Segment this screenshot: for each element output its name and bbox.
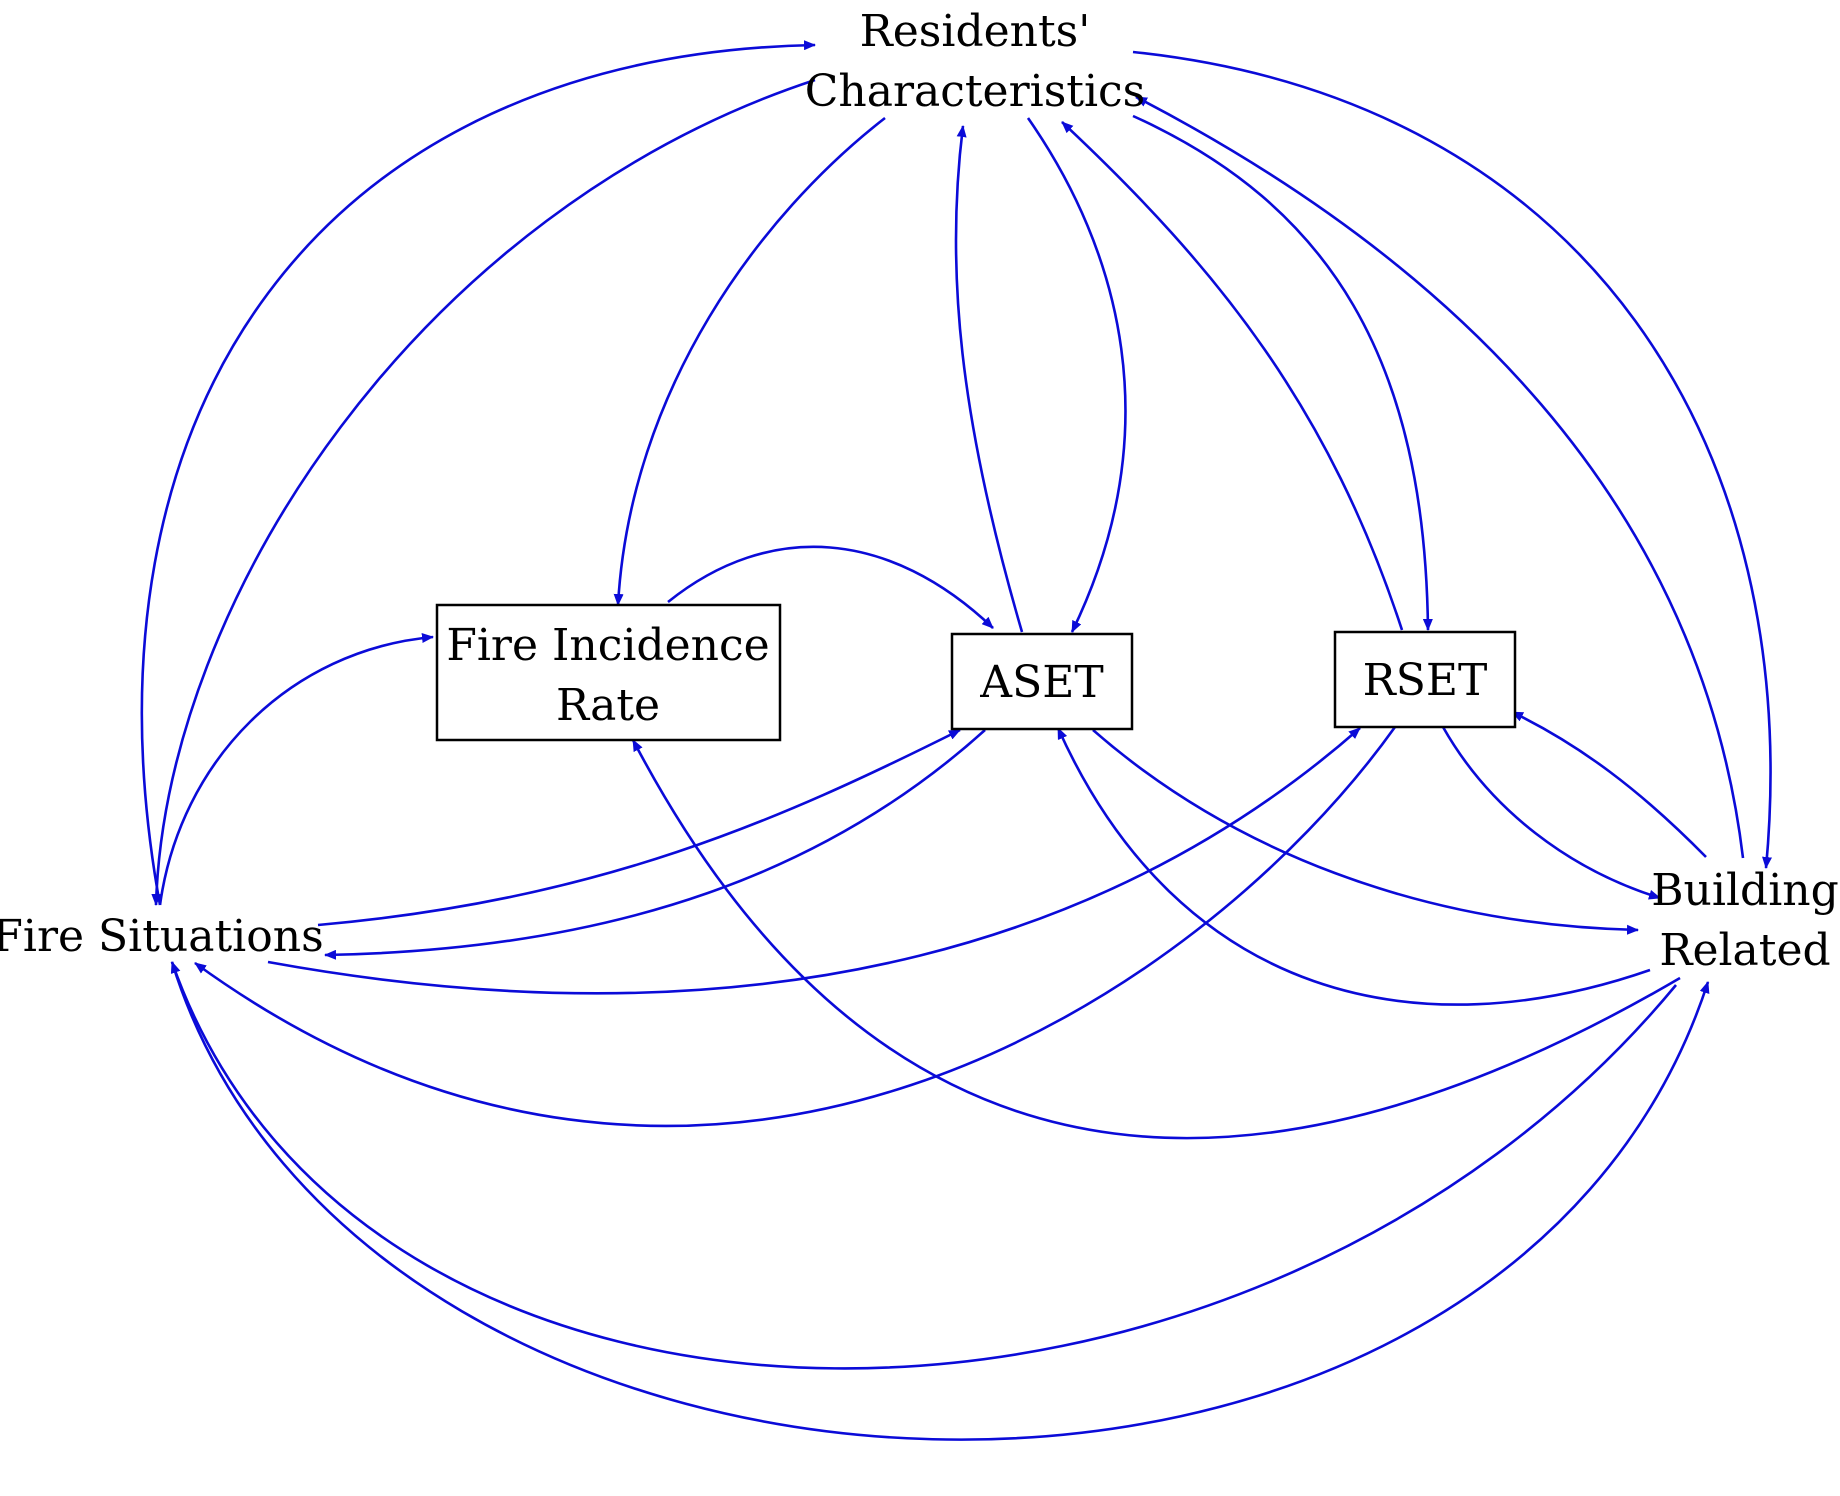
edge-building-to-fire-situations [170, 961, 1678, 1370]
node-residents-characteristics: Residents' Characteristics [805, 6, 1146, 117]
edge-building-to-aset [1056, 727, 1651, 1006]
edges [140, 40, 1772, 1441]
edge-building-to-residents [1135, 95, 1745, 859]
fire-situations-label: Fire Situations [0, 911, 324, 962]
aset-box [950, 632, 1134, 731]
node-building-related: Building Related [1651, 865, 1839, 976]
edge-residents-to-fire-situations [151, 78, 816, 906]
node-fire-situations: Fire Situations [0, 911, 324, 962]
fire-incidence-label-line1: Fire Incidence [446, 620, 769, 671]
edge-building-to-fire-incidence [631, 739, 1681, 1140]
rset-label: RSET [1363, 655, 1488, 706]
edge-rset-to-fire-situations [194, 726, 1397, 1128]
building-label-line1: Building [1651, 865, 1839, 916]
residents-label-line2: Characteristics [805, 66, 1146, 117]
edge-fire-situations-to-aset [317, 728, 961, 927]
edge-fire-situations-to-fire-incidence [158, 633, 434, 906]
edge-aset-to-residents [954, 125, 1024, 633]
edge-residents-to-aset [1026, 117, 1127, 633]
edge-fire-situations-to-rset [267, 727, 1361, 995]
edge-residents-to-fire-incidence [613, 116, 886, 606]
residents-label-line1: Residents' [860, 6, 1091, 57]
node-fire-incidence-rate: Fire Incidence Rate [435, 603, 782, 742]
fire-incidence-box [435, 603, 782, 742]
edge-rset-to-residents [1061, 121, 1404, 631]
node-rset: RSET [1333, 630, 1517, 729]
node-aset: ASET [950, 632, 1134, 731]
edge-building-to-rset [1511, 710, 1707, 858]
edge-rset-to-building [1441, 726, 1661, 900]
aset-label: ASET [979, 657, 1103, 708]
edge-fire-situations-to-residents [140, 40, 816, 906]
edge-residents-to-rset [1132, 114, 1433, 631]
edge-residents-to-building [1132, 50, 1772, 869]
edge-fire-incidence-to-aset [667, 545, 994, 629]
building-label-line2: Related [1659, 925, 1830, 976]
edge-aset-to-building [1092, 729, 1639, 935]
edge-fire-situations-to-building [170, 961, 1710, 1441]
fire-incidence-label-line2: Rate [556, 680, 660, 731]
rset-box [1333, 630, 1517, 729]
edge-aset-to-fire-situations [324, 729, 986, 960]
